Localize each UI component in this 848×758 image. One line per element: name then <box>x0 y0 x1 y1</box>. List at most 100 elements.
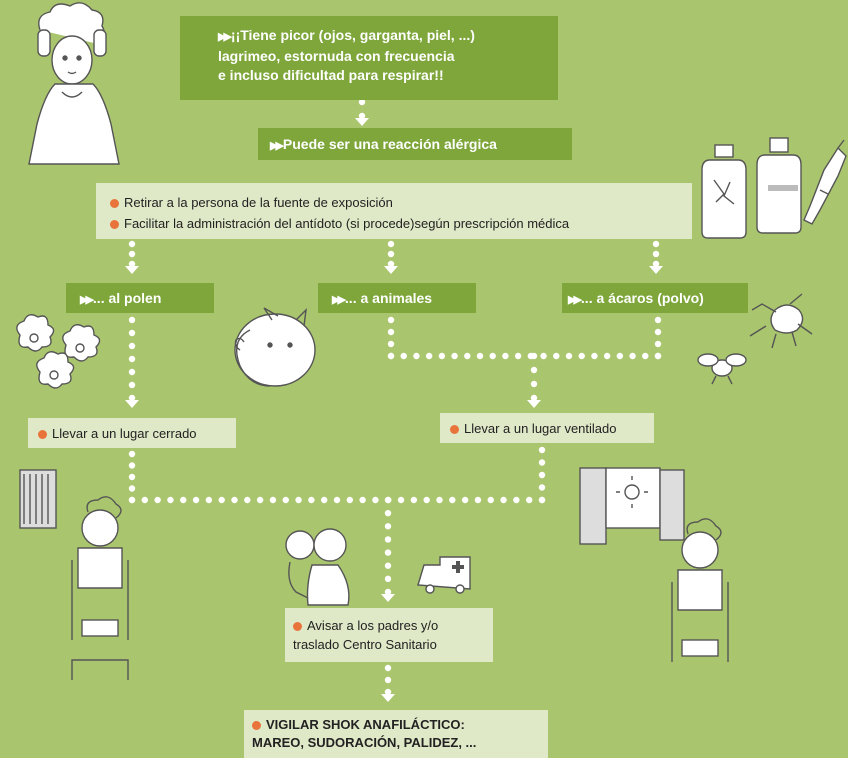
connector-dot <box>438 352 446 360</box>
connector-dot <box>514 352 522 360</box>
connector-dot <box>652 240 660 248</box>
reaction-label: Puede ser una reacción alérgica <box>282 136 497 152</box>
connector-dot <box>654 316 662 324</box>
action-item: Retirar a la persona de la fuente de exp… <box>110 192 692 213</box>
double-arrow-icon: ▶▶ <box>332 294 346 306</box>
connector-dot <box>500 496 507 504</box>
seated-person-icon <box>71 496 129 680</box>
connector-dot <box>387 340 395 348</box>
connector-dot <box>128 381 136 389</box>
connector-dot <box>358 112 366 120</box>
connector-dot <box>128 260 136 268</box>
bullet-icon <box>293 622 302 631</box>
arrow-head-icon <box>384 266 398 274</box>
closed-place-box: Llevar a un lugar cerrado <box>28 418 236 448</box>
connector-dot <box>487 496 494 504</box>
connector-dot <box>346 496 354 504</box>
double-arrow-icon: ▶▶ <box>270 140 284 152</box>
connector-dot <box>167 496 174 504</box>
connector-dot <box>540 352 547 360</box>
connector-dot <box>128 496 136 504</box>
notify-box: Avisar a los padres y/o traslado Centro … <box>285 608 493 662</box>
connector-dot <box>642 352 649 360</box>
connector-dot <box>384 575 392 583</box>
connector-dot <box>538 484 546 491</box>
connector-dot <box>231 496 238 504</box>
connector-dot <box>603 352 611 360</box>
connector-dot <box>629 352 636 360</box>
connector-dot <box>530 366 538 374</box>
connector-dot <box>553 352 560 360</box>
notify-line: traslado Centro Sanitario <box>293 637 437 652</box>
arrow-head-icon <box>125 400 139 408</box>
connector-dot <box>425 352 433 360</box>
connector-dot <box>400 352 407 360</box>
connector-dot <box>530 394 538 402</box>
connector-dot <box>372 496 379 504</box>
connector-dot <box>654 340 662 348</box>
connector-dot <box>538 471 546 479</box>
connector-dot <box>128 329 136 337</box>
connector-dot <box>652 260 660 268</box>
connector-dot <box>449 496 456 504</box>
notify-line: Avisar a los padres y/o <box>293 616 493 635</box>
bullet-icon <box>110 220 119 229</box>
arrow-head-icon <box>381 594 395 602</box>
connector-dot <box>652 250 660 258</box>
window-open-icon <box>579 467 685 545</box>
connector-dot <box>530 352 538 360</box>
connector-dot <box>128 250 136 258</box>
connector-dot <box>358 98 366 106</box>
connector-dot <box>128 355 136 363</box>
symptoms-line-3: e incluso dificultad para respirar!! <box>218 67 444 83</box>
actions-box: Retirar a la persona de la fuente de exp… <box>96 183 692 239</box>
double-arrow-icon: ▶▶ <box>218 31 232 43</box>
connector-dot <box>616 352 624 360</box>
connector-dot <box>384 588 392 596</box>
connector-dot <box>128 450 136 458</box>
connector-dot <box>384 664 392 672</box>
cause-animals-box: ▶▶... a animales <box>318 283 476 313</box>
connector-dot <box>591 352 598 360</box>
connector-dot <box>180 496 187 504</box>
final-line: VIGILAR SHOK ANAFILÁCTICO: <box>252 716 548 734</box>
connector-dot <box>128 473 136 481</box>
connector-dot <box>244 496 251 504</box>
ventilated-place-box: Llevar a un lugar ventilado <box>440 413 654 443</box>
connector-dot <box>387 352 395 360</box>
ambulance-icon <box>417 556 471 594</box>
connector-dot <box>128 368 136 376</box>
bullet-icon <box>450 425 459 434</box>
connector-dot <box>530 380 538 388</box>
connector-dot <box>387 250 395 258</box>
connector-dot <box>654 328 662 336</box>
connector-dot <box>423 496 430 504</box>
connector-dot <box>525 496 533 504</box>
connector-dot <box>578 352 585 360</box>
connector-dot <box>295 496 302 504</box>
connector-dot <box>384 676 392 684</box>
final-line: MAREO, SUDORACIÓN, PALIDEZ, ... <box>252 735 477 750</box>
connector-dot <box>476 352 484 360</box>
reaction-box: ▶▶Puede ser una reacción alérgica <box>258 128 572 160</box>
connector-dot <box>384 536 392 543</box>
bullet-icon <box>38 430 47 439</box>
connector-dot <box>384 496 392 504</box>
connector-dot <box>128 485 136 492</box>
arrow-head-icon <box>355 118 369 126</box>
connector-dot <box>218 496 225 504</box>
connector-dot <box>387 240 395 248</box>
connector-dot <box>387 316 395 324</box>
window-closed-icon <box>19 469 57 529</box>
double-arrow-icon: ▶▶ <box>80 294 94 306</box>
connector-dot <box>451 352 458 360</box>
symptoms-line-1: ▶▶¡¡Tiene picor (ojos, garganta, piel, .… <box>218 27 475 43</box>
connector-dot <box>384 509 392 517</box>
seated-person-icon <box>671 518 729 662</box>
arrow-head-icon <box>381 694 395 702</box>
connector-dot <box>502 352 509 360</box>
connector-dot <box>154 496 161 504</box>
connector-dot <box>464 352 471 360</box>
connector-dot <box>384 688 392 696</box>
double-arrow-icon: ▶▶ <box>568 294 582 306</box>
